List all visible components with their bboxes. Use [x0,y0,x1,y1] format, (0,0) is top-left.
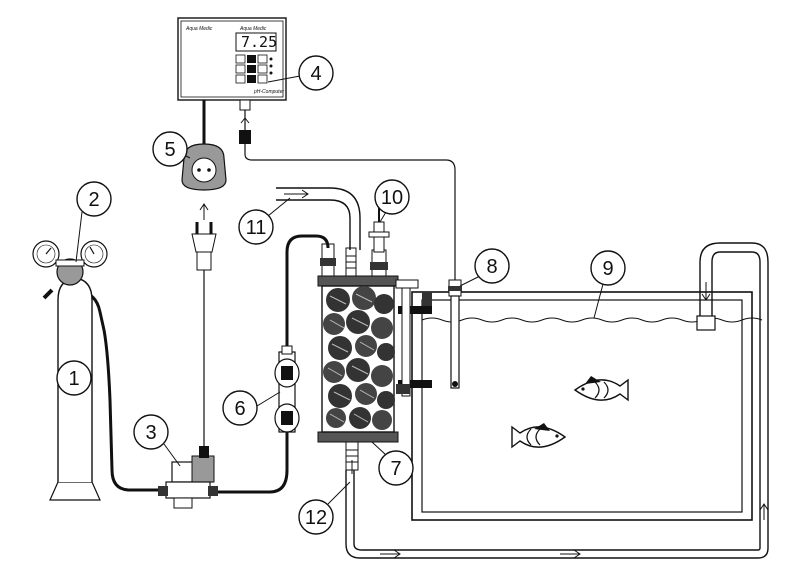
callout-6: 6 [234,398,245,420]
controller-brand-left: Aqua Medic [185,26,213,32]
callout-7: 7 [390,458,401,480]
pressure-regulator [32,240,108,300]
co2-tubing [77,234,330,494]
callout-2: 2 [88,189,99,211]
callout-3: 3 [145,422,156,444]
controller-display-value: 7.25 [241,33,277,51]
callouts: 1 2 3 4 5 6 7 8 9 10 [56,55,626,535]
solenoid-valve [158,446,218,509]
bubble-counter [274,345,300,433]
power-socket [181,143,227,191]
ph-probe-cable [239,110,456,280]
outflow-hose [345,242,769,559]
ph-electrode [448,279,462,389]
callout-5: 5 [164,139,175,161]
callout-8: 8 [486,256,497,278]
callout-1: 1 [68,368,79,390]
callout-10: 10 [381,187,403,209]
degassing-valve [368,208,390,253]
fish-upper [573,376,629,402]
callout-4: 4 [310,63,321,85]
callout-12: 12 [305,507,327,529]
callout-11: 11 [246,217,267,239]
controller-brand-right: Aqua Medic [239,26,267,32]
ph-controller: Aqua Medic Aqua Medic 7.25 pH-Computer [177,17,287,111]
callout-9: 9 [602,258,613,280]
controller-keypad [235,54,273,84]
co2-reactor [317,243,432,471]
water-inlet-hose [276,187,361,250]
reactor-bio-balls [323,286,395,430]
controller-model-label: pH-Computer [253,89,284,95]
fish-lower [511,423,567,449]
